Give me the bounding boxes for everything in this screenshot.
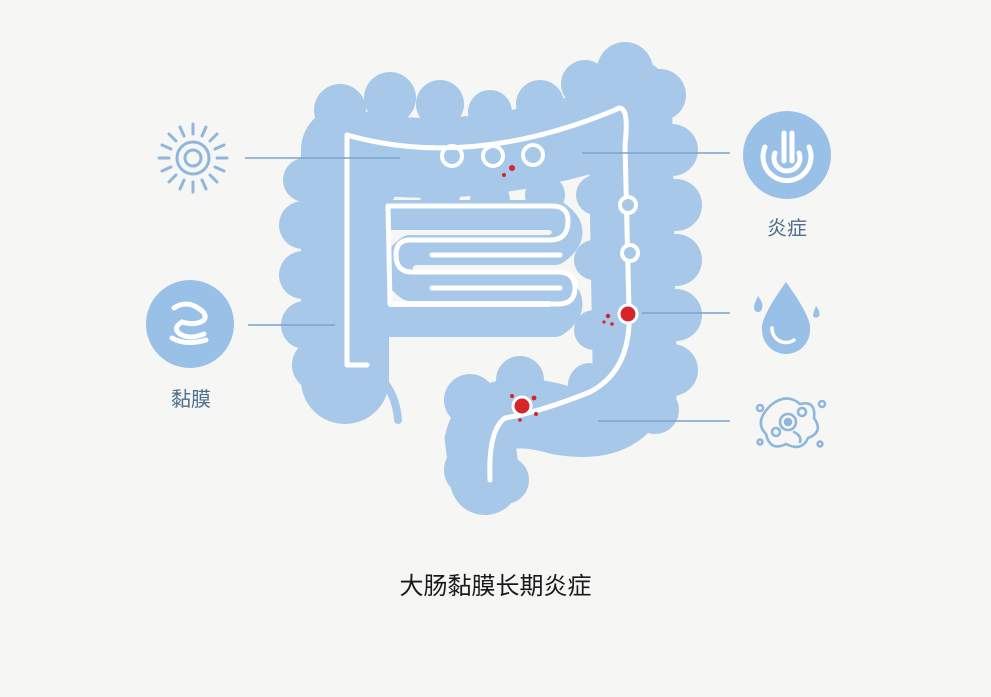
mucosal-rings <box>440 143 545 168</box>
leader-lines <box>245 152 730 422</box>
microbe-icon <box>755 397 827 449</box>
diagram-caption: 大肠黏膜长期炎症 <box>399 572 592 600</box>
sun-icon <box>157 122 229 194</box>
mucosa-icon <box>146 280 234 368</box>
descending-rings <box>618 195 640 263</box>
inflammation-spots <box>502 165 639 422</box>
inflammation-label: 炎症 <box>767 216 807 240</box>
mucosa-label: 黏膜 <box>171 387 211 411</box>
water-drop-icon <box>754 282 820 354</box>
inflammation-icon <box>743 111 831 199</box>
